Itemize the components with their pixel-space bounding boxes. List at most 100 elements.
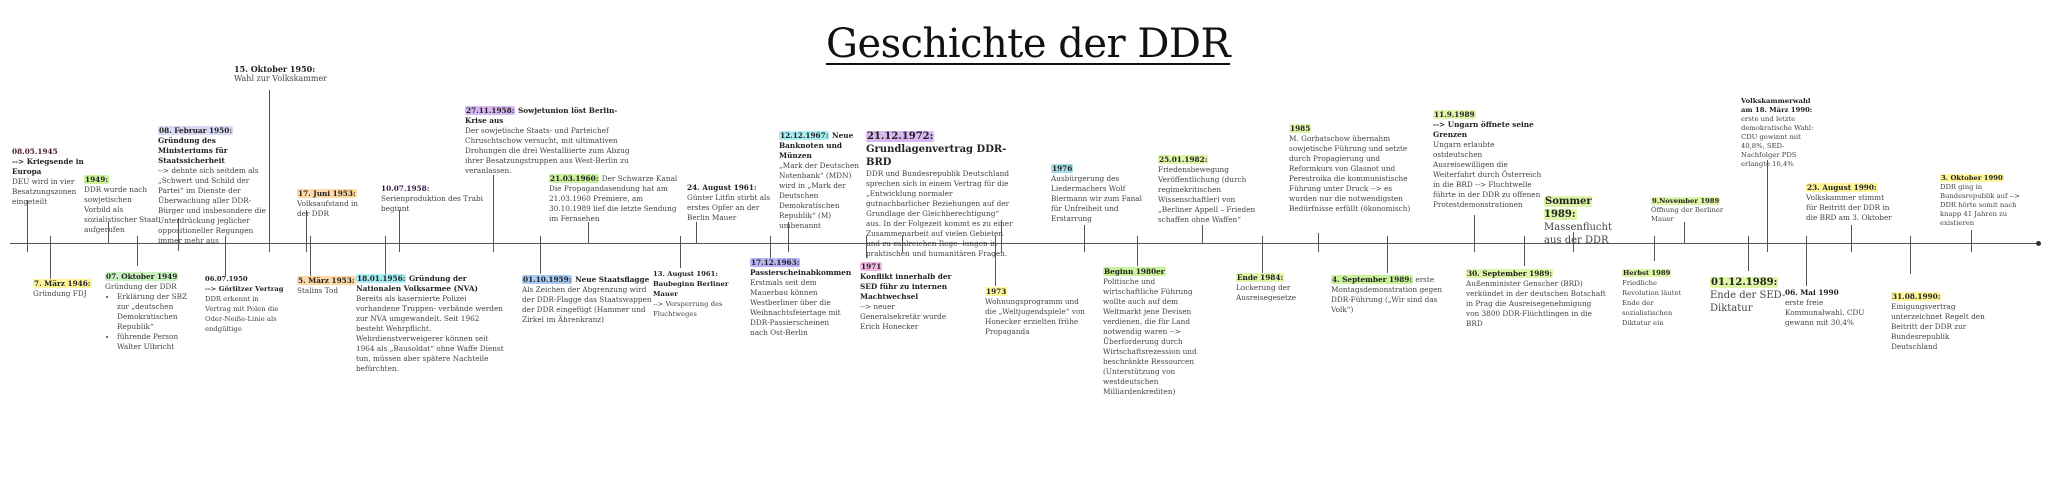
event-text: Als Zeichen der Abgrenzung wird der DDR-… [522,285,652,324]
event-date: 1976 [1051,164,1074,173]
page-title: Geschichte der DDR [826,21,1231,67]
event-text: erste Montagsdemonstration gegen DDR-Füh… [1331,275,1443,314]
event-headline: Passierscheinabkommen [750,268,852,277]
event-text: DDR ging in Bundesrepublik auf --> DDR h… [1940,183,2020,227]
event-date: Sommer 1989: [1544,196,1592,220]
event-date: Volkskammerwahl am 18. März 1990: [1741,97,1813,114]
tick [1684,222,1685,243]
tick [995,236,996,286]
event-1945: 08.05.1945 --> Kriegsende in Europa DEU … [12,147,112,207]
event-text: Der sowjetische Staats- und Parteichef C… [465,126,630,175]
tick [137,236,138,266]
event-1958-berlin-krise: 27.11.1958: Sowjetunion löst Berlin-Kris… [465,106,635,176]
event-1980er: Beginn 1980er Politische und wirtschaftl… [1103,267,1203,397]
tick [399,210,400,252]
tick [540,236,541,274]
event-1961-litfin: 24. August 1961: Günter Litfin stirbt al… [687,183,777,223]
event-date: Herbst 1989 [1622,269,1672,277]
tick [588,222,589,243]
event-1989-massenflucht: Sommer 1989: Massenflucht aus der DDR [1544,195,1624,247]
tick [1851,225,1852,252]
event-text: Ungarn erlaubte ostdeutschen Ausreisewil… [1433,140,1542,209]
event-1950-volkskammer: 15. Oktober 1950: Wahl zur Volkskammer [234,64,344,84]
tick [1573,232,1574,252]
event-1950-stasi: 08. Februar 1950: Gründung des Ministeri… [158,126,270,246]
event-text: Friedensbewegung Veröffentlichung (durch… [1158,165,1256,224]
event-1984-ausreise: Ende 1984: Lockerung der Ausreisegesetze [1236,273,1306,303]
event-1976-biermann: 1976 Ausbürgerung des Liedermachers Wolf… [1051,164,1146,224]
event-text: Günter Litfin stirbt als erstes Opfer an… [687,193,771,222]
event-date: 17.12.1963: [750,258,801,267]
event-1989-mauerfall: 9.November 1989 Öffnung der Berliner Mau… [1651,197,1731,224]
event-headline: Gründung des Ministeriums für Staatssich… [158,136,228,165]
event-1990-beitrittsbeschluss: 23. August 1990: Volkskammer stimmt für … [1806,183,1896,223]
event-1949-ddr-gruendung: 07. Oktober 1949 Gründung der DDR Erklär… [105,272,190,352]
event-1973-wohnungsprogramm: 1973 Wohnungsprogramm und die „Weltjugen… [985,287,1085,337]
tick [178,218,179,251]
tick [225,236,226,276]
event-1950-goerlitz: 06.07.1950 --> Görlitzer Vertrag DDR erk… [205,274,285,334]
tick [108,222,109,243]
tick [1971,230,1972,252]
event-date: 01.12.1989: [1710,277,1779,288]
event-1949: 1949: DDR wurde nach sowjetischen Vorbil… [84,175,159,235]
event-headline: Neue Banknoten und Münzen [779,131,854,160]
event-text: erste und letzte demokratische Wahl: CDU… [1741,115,1814,168]
event-text: DDR und Bundesrepublik Deutschland sprec… [866,169,1013,258]
event-date: 23. August 1990: [1806,183,1878,192]
tick [1084,225,1085,252]
event-date: 08.05.1945 [12,147,58,156]
event-date: 1971 [860,262,883,271]
tick [1202,225,1203,243]
event-1990-einigungsvertrag: 31.08.1990: Einigungsvertrag unterzeichn… [1891,292,1996,352]
event-1959-staatsflagge: 01.10.1959: Neue Staatsflagge Als Zeiche… [522,275,652,325]
event-date: 5. März 1953: [297,276,356,285]
tick [1387,236,1388,273]
tick [866,236,867,258]
tick [1137,236,1138,266]
tick [310,236,311,276]
event-date: 10.07.1958: [381,184,430,193]
tick [269,90,270,252]
event-text: Politische und wirtschaftliche Führung w… [1103,277,1197,396]
event-1989-montagsdemo: 4. September 1989: erste Montagsdemonstr… [1331,275,1446,315]
event-1982-friedensbewegung: 25.01.1982: Friedensbewegung Veröffentli… [1158,155,1263,225]
event-text: Öffnung der Berliner Mauer [1651,206,1724,223]
event-text: Friedliche Revolution läutet Ende der so… [1622,279,1682,327]
event-text: --> neuer Generalsekretär wurde Erich Ho… [860,302,947,331]
event-1953-stalin: 5. März 1953: Stalins Tod [297,276,362,296]
event-date: Ende 1984: [1236,273,1285,282]
event-1989-ungarn: 11.9.1989 --> Ungarn öffnete seine Grenz… [1433,110,1543,210]
tick [1474,215,1475,252]
event-date: 25.01.1982: [1158,155,1209,164]
event-1989-sed-ende: 01.12.1989: Ende der SED-Diktatur [1710,276,1790,315]
event-headline: Der Schwarze Kanal [601,174,678,183]
event-1961-mauerbau: 13. August 1961: Baubeginn Berliner Maue… [653,269,748,319]
tick [1806,236,1807,286]
event-date: 06. Mai 1990 [1785,288,1839,297]
tick [385,236,386,274]
tick [1910,236,1911,274]
event-date: 1973 [985,287,1008,296]
event-text: Gründung FDJ [33,289,87,298]
event-date: 07. Oktober 1949 [105,272,179,281]
event-text: Wohnungsprogramm und die „Weltjugendspie… [985,297,1085,336]
event-text: DEU wird in vier Besatzungszonen eingete… [12,177,77,206]
tick [1767,160,1768,252]
event-1956-nva: 18.01.1956: Gründung der Nationalen Volk… [356,274,506,374]
event-date: 21.03.1960: [549,174,600,183]
event-date: 21.12.1972: [866,131,935,142]
event-text: „Mark der Deutschen Notenbank“ (MDN) wir… [779,161,859,230]
event-text: Außenminister Genscher (BRD) verkündet i… [1466,279,1606,328]
event-1989-genscher: 30. September 1989: Außenminister Gensch… [1466,269,1606,329]
event-date: 08. Februar 1950: [158,126,234,135]
event-date: 7. März 1946: [33,279,92,288]
event-text: erste freie Kommunalwahl, CDU gewann mit… [1785,298,1865,327]
tick [770,236,771,258]
tick [1654,236,1655,261]
event-headline: --> Ungarn öffnete seine Grenzen [1433,120,1534,139]
event-1989-herbst: Herbst 1989 Friedliche Revolution läutet… [1622,268,1687,328]
tick [1262,236,1263,273]
tick [696,222,697,243]
event-date: Beginn 1980er [1103,267,1166,276]
